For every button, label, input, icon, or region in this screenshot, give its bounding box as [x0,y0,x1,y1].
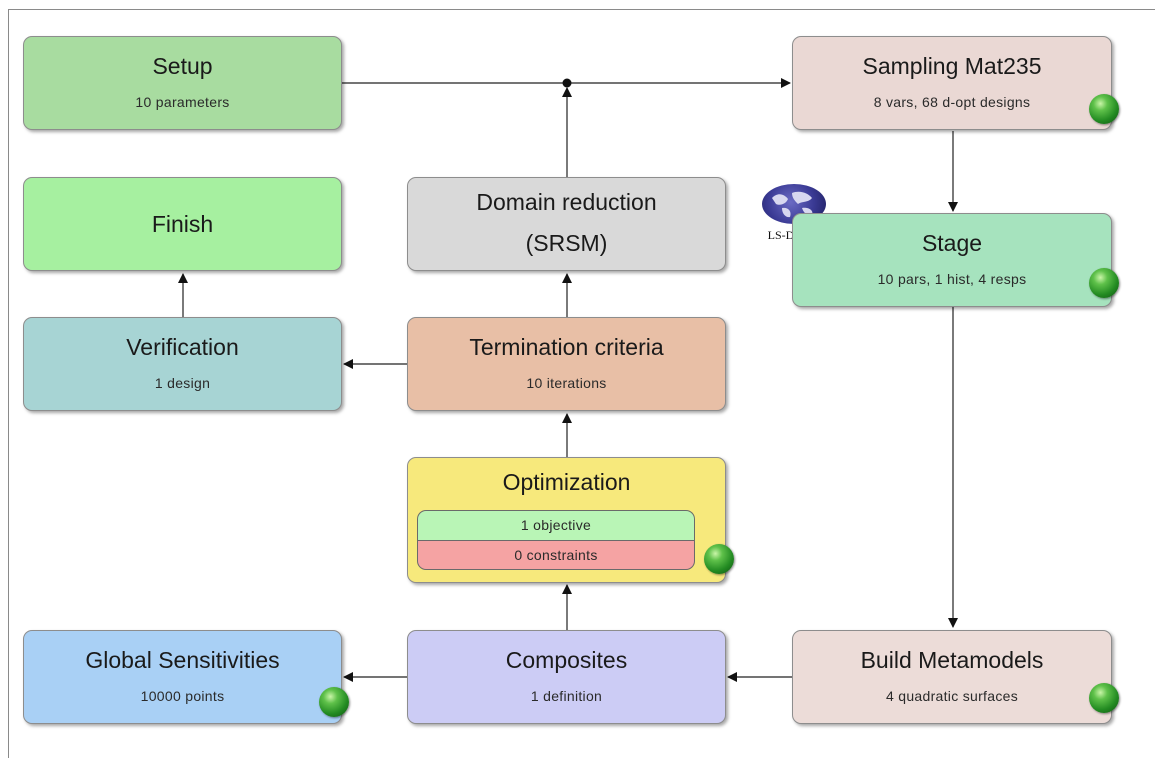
sampling-title: Sampling Mat235 [862,53,1042,79]
metamodels-status-icon [1089,683,1119,713]
setup-title: Setup [152,53,213,79]
optimization-node[interactable]: Optimization 1 objective 0 constraints [407,457,734,583]
verification-title: Verification [126,334,239,360]
sampling-subtitle: 8 vars, 68 d-opt designs [873,94,1031,110]
termination-node[interactable]: Termination criteria 10 iterations [407,317,726,411]
constraints-pill: 0 constraints [417,540,695,570]
global-subtitle: 10000 points [140,688,225,704]
optimization-title: Optimization [502,469,631,495]
global-status-icon [319,687,349,717]
stage-subtitle: 10 pars, 1 hist, 4 resps [877,271,1027,287]
global-title: Global Sensitivities [85,647,280,673]
optimization-status-icon [704,544,734,574]
canvas-frame [8,9,1155,758]
junction-dot [562,78,572,88]
domain-reduction-node[interactable]: Domain reduction (SRSM) [407,177,726,271]
setup-node[interactable]: Setup 10 parameters [23,36,342,130]
finish-node[interactable]: Finish [23,177,342,271]
setup-subtitle: 10 parameters [135,94,230,110]
objective-pill: 1 objective [417,510,695,540]
verification-subtitle: 1 design [154,375,211,391]
metamodels-title: Build Metamodels [860,647,1044,673]
finish-title: Finish [151,211,214,237]
composites-node[interactable]: Composites 1 definition [407,630,726,724]
composites-title: Composites [505,647,628,673]
global-sensitivities-node[interactable]: Global Sensitivities 10000 points [23,630,349,724]
termination-title: Termination criteria [469,334,664,360]
domain-title: Domain reduction [476,189,657,215]
sampling-node[interactable]: Sampling Mat235 8 vars, 68 d-opt designs [792,36,1119,130]
stage-status-icon [1089,268,1119,298]
composites-subtitle: 1 definition [530,688,603,704]
sampling-status-icon [1089,94,1119,124]
verification-node[interactable]: Verification 1 design [23,317,342,411]
stage-title: Stage [921,230,983,256]
metamodels-subtitle: 4 quadratic surfaces [885,688,1019,704]
domain-subtitle: (SRSM) [525,230,608,256]
metamodels-node[interactable]: Build Metamodels 4 quadratic surfaces [792,630,1119,724]
stage-node[interactable]: Stage 10 pars, 1 hist, 4 resps [792,213,1119,307]
termination-subtitle: 10 iterations [526,375,607,391]
